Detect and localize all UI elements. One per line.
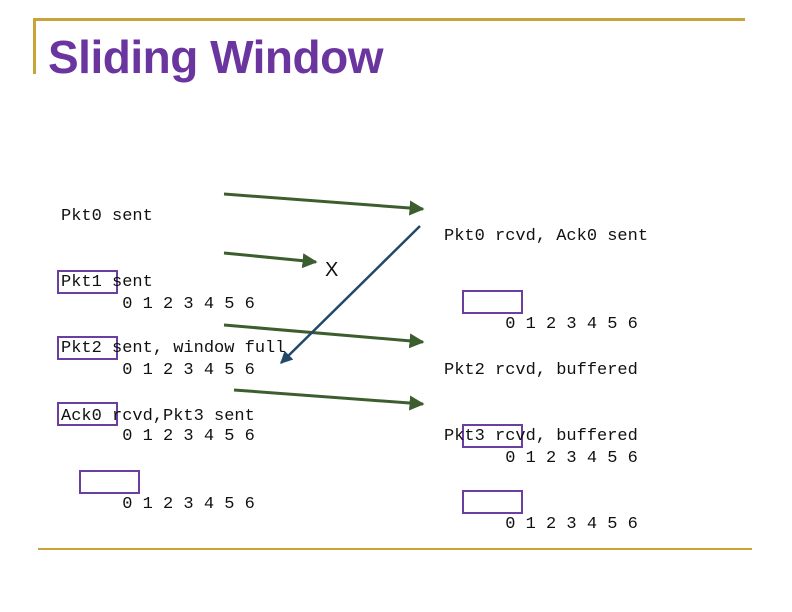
sequence-numbers: 0 1 2 3 4 5 6 xyxy=(57,270,255,314)
sequence-numbers: 0 1 2 3 4 5 6 xyxy=(444,424,638,468)
window-box xyxy=(57,270,119,294)
arrow-pkt2 xyxy=(223,323,425,349)
receiver-state-1: Pkt2 rcvd, buffered 0 1 2 3 4 5 6 xyxy=(444,316,638,492)
sender-state-3: Ack0 rcvd,Pkt3 sent 0 1 2 3 4 5 6 xyxy=(61,362,255,538)
sequence-numbers: 0 1 2 3 4 5 6 xyxy=(61,470,255,514)
lost-packet-marker: X xyxy=(325,259,338,281)
sequence-numbers: 0 1 2 3 4 5 6 xyxy=(57,402,285,446)
left-rule xyxy=(33,18,36,74)
sender-caption: Pkt2 sent, window full xyxy=(61,339,286,358)
receiver-state-0: Pkt0 rcvd, Ack0 sent 0 1 2 3 4 5 6 xyxy=(444,182,648,358)
sequence-text: 0 1 2 3 4 5 6 xyxy=(122,495,255,514)
sequence-text: 0 1 2 3 4 5 6 xyxy=(505,315,638,334)
arrow-pkt3 xyxy=(233,388,425,411)
arrow-ack0 xyxy=(280,225,421,364)
sender-caption: Ack0 rcvd,Pkt3 sent xyxy=(61,407,255,426)
window-box xyxy=(57,336,119,360)
window-box xyxy=(461,290,523,314)
sequence-numbers: 0 1 2 3 4 5 6 xyxy=(444,290,648,334)
receiver-state-2: Pkt3 rcvd, buffered 0 1 2 3 4 5 6 xyxy=(444,382,638,558)
window-box xyxy=(461,424,523,448)
sequence-text: 0 1 2 3 4 5 6 xyxy=(122,295,255,314)
sequence-text: 0 1 2 3 4 5 6 xyxy=(122,361,255,380)
window-box xyxy=(57,402,119,426)
sender-state-0: Pkt0 sent 0 1 2 3 4 5 6 xyxy=(57,162,255,338)
slide-title: Sliding Window xyxy=(48,31,383,83)
sender-caption: Pkt1 sent xyxy=(61,273,153,292)
arrow-pkt0 xyxy=(223,192,425,216)
receiver-caption: Pkt0 rcvd, Ack0 sent xyxy=(444,227,649,246)
receiver-caption: Pkt3 rcvd, buffered xyxy=(444,427,638,446)
window-box xyxy=(78,470,140,494)
sequence-numbers: 0 1 2 3 4 5 6 xyxy=(444,490,638,534)
bottom-rule xyxy=(38,548,752,550)
sequence-text: 0 1 2 3 4 5 6 xyxy=(122,427,255,446)
sender-state-2: Pkt2 sent, window full 0 1 2 3 4 5 6 xyxy=(57,294,286,470)
sequence-text: 0 1 2 3 4 5 6 xyxy=(505,515,638,534)
sender-caption: Pkt0 sent xyxy=(61,207,153,226)
sequence-numbers: 0 1 2 3 4 5 6 xyxy=(57,336,255,380)
sender-state-1: Pkt1 sent 0 1 2 3 4 5 6 xyxy=(57,228,255,404)
receiver-caption: Pkt2 rcvd, buffered xyxy=(444,361,638,380)
arrow-pkt1 xyxy=(223,251,318,269)
sequence-text: 0 1 2 3 4 5 6 xyxy=(505,449,638,468)
window-box xyxy=(461,490,523,514)
top-rule xyxy=(33,18,745,21)
